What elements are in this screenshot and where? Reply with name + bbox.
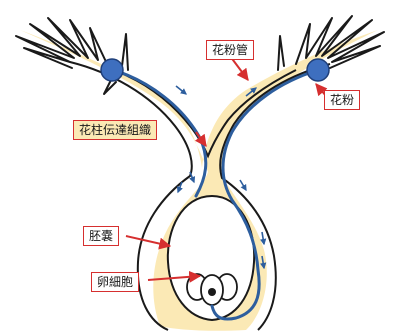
pollen-grain-left — [101, 59, 123, 81]
transmitting-tissue-label: 花柱伝達組織 — [73, 120, 157, 140]
stigma-left — [16, 18, 128, 94]
pollen-tube-label: 花粉管 — [206, 40, 254, 60]
egg-apparatus — [187, 274, 237, 305]
egg-cell-label: 卵細胞 — [91, 272, 139, 292]
embryo-sac-label: 胚嚢 — [83, 226, 119, 246]
pollen-grain-right — [307, 59, 329, 81]
stigma-right — [278, 16, 384, 70]
pollen-label: 花粉 — [324, 90, 360, 110]
